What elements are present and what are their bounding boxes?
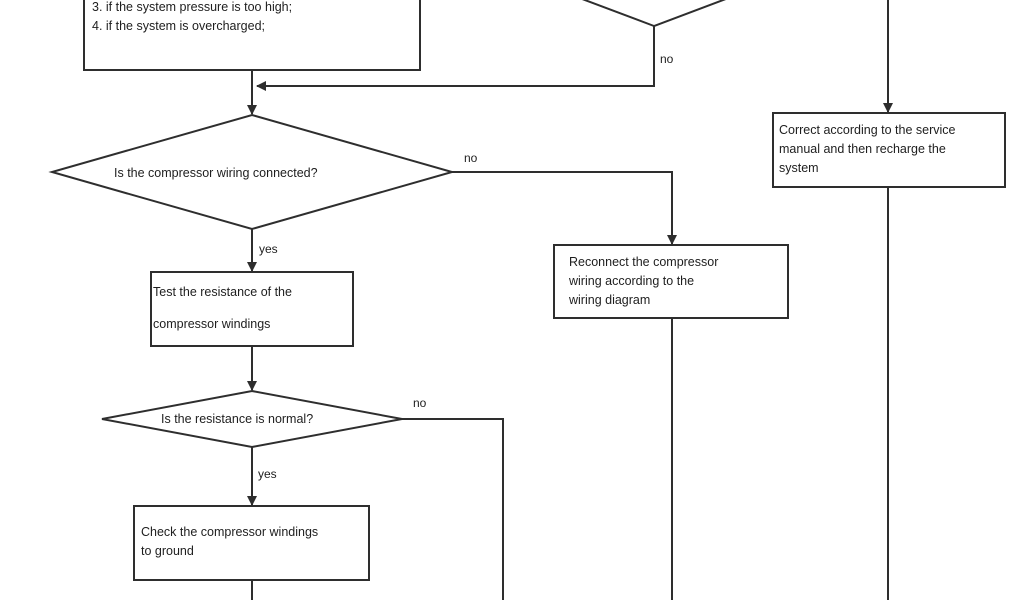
wiring-decision-text: Is the compressor wiring connected? — [114, 166, 318, 180]
top-decision-no-label: no — [660, 52, 674, 66]
check-ground-line-1: Check the compressor windings — [141, 525, 319, 539]
reconnect-line-1: Reconnect the compressor — [569, 255, 719, 269]
reconnect-line-2: wiring according to the — [569, 274, 695, 288]
top-decision-no-connector — [256, 26, 655, 91]
resistance-yes-label: yes — [258, 467, 277, 481]
resistance-no-connector — [402, 418, 504, 600]
correct-line-2: manual and then recharge the — [779, 142, 946, 156]
reconnect-box — [553, 244, 789, 319]
reconnect-line-3: wiring diagram — [569, 293, 651, 307]
top-decision-diamond — [581, 0, 727, 28]
checklist-line-3: 3. if the system pressure is too high; — [92, 0, 293, 14]
wiring-yes-label: yes — [259, 242, 278, 256]
checklist-box — [83, 0, 421, 71]
correct-line-1: Correct according to the service — [779, 123, 956, 137]
checklist-line-4: 4. if the system is overcharged; — [92, 19, 265, 33]
resistance-no-label: no — [413, 396, 427, 410]
test-resistance-box — [150, 271, 354, 347]
check-ground-line-2: to ground — [141, 544, 194, 558]
correct-box-text: Correct according to the service manual … — [779, 121, 955, 178]
wiring-no-label: no — [464, 151, 478, 165]
check-ground-box — [133, 505, 370, 581]
check-ground-box-text: Check the compressor windings to ground — [141, 523, 318, 561]
correct-box — [772, 112, 1006, 188]
wiring-no-connector — [452, 171, 677, 245]
correct-line-3: system — [779, 161, 819, 175]
reconnect-box-text: Reconnect the compressor wiring accordin… — [569, 253, 718, 310]
test-resistance-line-1: Test the resistance of the — [153, 285, 292, 299]
test-resistance-line-2: compressor windings — [153, 317, 271, 331]
resistance-decision-text: Is the resistance is normal? — [161, 412, 314, 426]
